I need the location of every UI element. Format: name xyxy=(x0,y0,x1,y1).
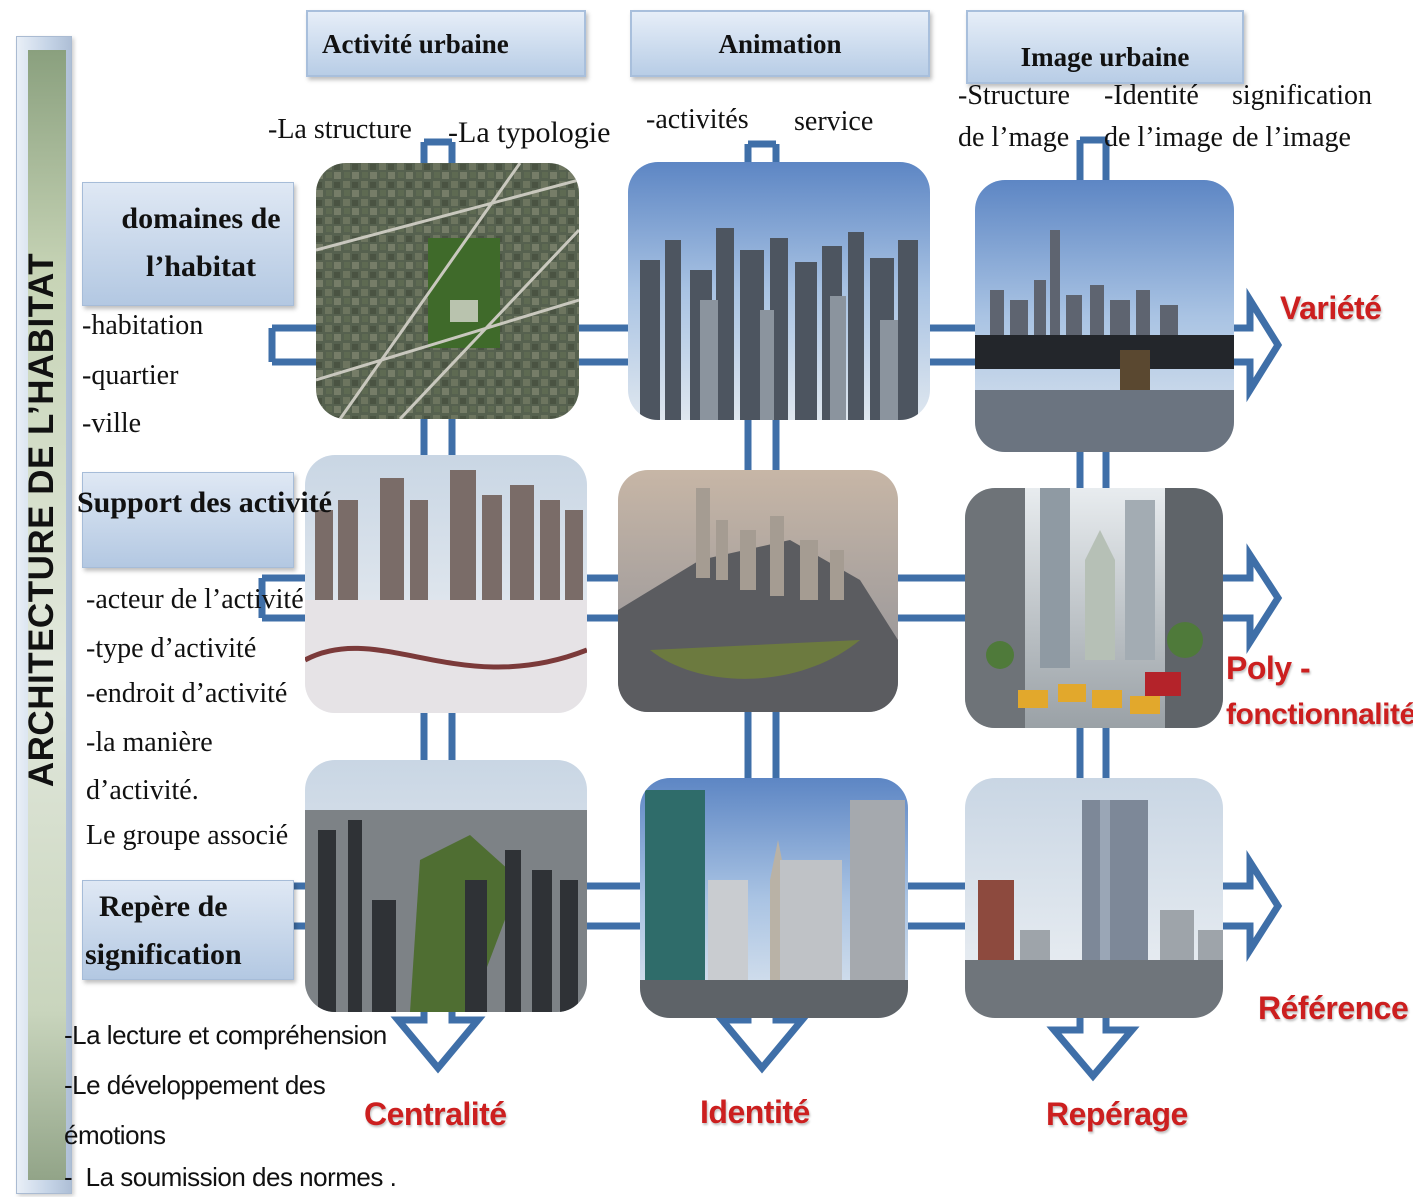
col3-sub-de-limage-2: de l’image xyxy=(1232,122,1351,153)
row3-item-lecture: -La lecture et compréhension xyxy=(64,1020,387,1050)
row-label-domaines: domaines de l’habitat xyxy=(82,182,294,306)
row-label-support: Support des activité xyxy=(77,472,332,568)
arrow-right-row1 xyxy=(1238,287,1283,403)
arrow-right-row3 xyxy=(1238,849,1283,963)
header-image-urbaine: Image urbaine xyxy=(966,10,1244,84)
side-title-bar-fill xyxy=(28,50,66,1180)
col1-sub-structure: -La structure xyxy=(268,114,412,145)
row3-label-line2: signification xyxy=(85,938,242,971)
photo-tall-tower xyxy=(965,778,1223,1018)
photo-central-park xyxy=(305,760,587,1012)
photo-manhattan-tip xyxy=(618,470,898,712)
row-label-repere: Repère de signification xyxy=(82,880,294,980)
right-arrow-icons xyxy=(1238,287,1283,963)
arrow-down-col1 xyxy=(390,1005,486,1074)
side-title: ARCHITECTURE DE L’HABITAT xyxy=(22,252,61,788)
photo-aerial-map xyxy=(316,163,579,419)
output-poly: Poly - xyxy=(1226,650,1311,686)
col2-sub-service: service xyxy=(794,106,874,137)
photo-skyline-aerial xyxy=(628,162,930,420)
arrow-down-col2 xyxy=(714,1005,810,1074)
col2-sub-activites: -activités xyxy=(646,104,749,135)
col3-sub-de-lmage: de l’mage xyxy=(958,122,1070,153)
row1-label-line2: l’habitat xyxy=(145,250,256,283)
output-variete: Variété xyxy=(1280,290,1382,326)
row2-item-acteur: -acteur de l’activité xyxy=(86,584,304,615)
photo-bridge-skyline xyxy=(975,180,1234,452)
row3-item-developpement: -Le développement des xyxy=(64,1070,326,1100)
col3-sub-identite: -Identité xyxy=(1104,80,1199,111)
row2-item-type: -type d’activité xyxy=(86,633,257,664)
photo-glass-towers xyxy=(640,778,908,1018)
photo-avenue-taxis xyxy=(965,488,1223,728)
row2-item-endroit: -endroit d’activité xyxy=(86,678,288,709)
row3-item-emotions: émotions xyxy=(64,1120,166,1150)
col3-sub-structure: -Structure xyxy=(958,80,1070,111)
output-centralite: Centralité xyxy=(364,1096,507,1132)
output-reference: Référence xyxy=(1258,990,1409,1026)
row1-label-line1: domaines de xyxy=(121,202,281,235)
output-fonctionnalite: fonctionnalité xyxy=(1226,698,1413,731)
row1-item-quartier: -quartier xyxy=(82,360,179,391)
arrow-right-row2 xyxy=(1238,543,1283,655)
col3-sub-signification: signification xyxy=(1232,80,1372,111)
row2-item-dactivite: d’activité. xyxy=(86,775,199,806)
row1-item-ville: -ville xyxy=(82,408,142,439)
row2-label: Support des activité xyxy=(77,486,332,519)
header-animation: Animation xyxy=(630,10,930,77)
col3-sub-de-limage-1: de l’image xyxy=(1104,122,1223,153)
output-identite: Identité xyxy=(700,1094,810,1130)
col1-sub-typologie: -La typologie xyxy=(448,116,611,149)
row2-item-maniere: -la manière xyxy=(86,727,213,758)
row3-label-line1: Repère de xyxy=(99,890,228,923)
photo-winter-park xyxy=(305,455,587,713)
down-arrow-icons xyxy=(390,1005,1140,1082)
row2-item-groupe: Le groupe associé xyxy=(86,820,289,851)
output-reperage: Repérage xyxy=(1046,1096,1188,1132)
arrow-down-col3 xyxy=(1046,1015,1140,1082)
row3-item-soumission: - La soumission des normes . xyxy=(64,1162,397,1192)
row1-item-habitation: -habitation xyxy=(82,310,204,341)
header-activite-urbaine: Activité urbaine xyxy=(306,10,586,77)
